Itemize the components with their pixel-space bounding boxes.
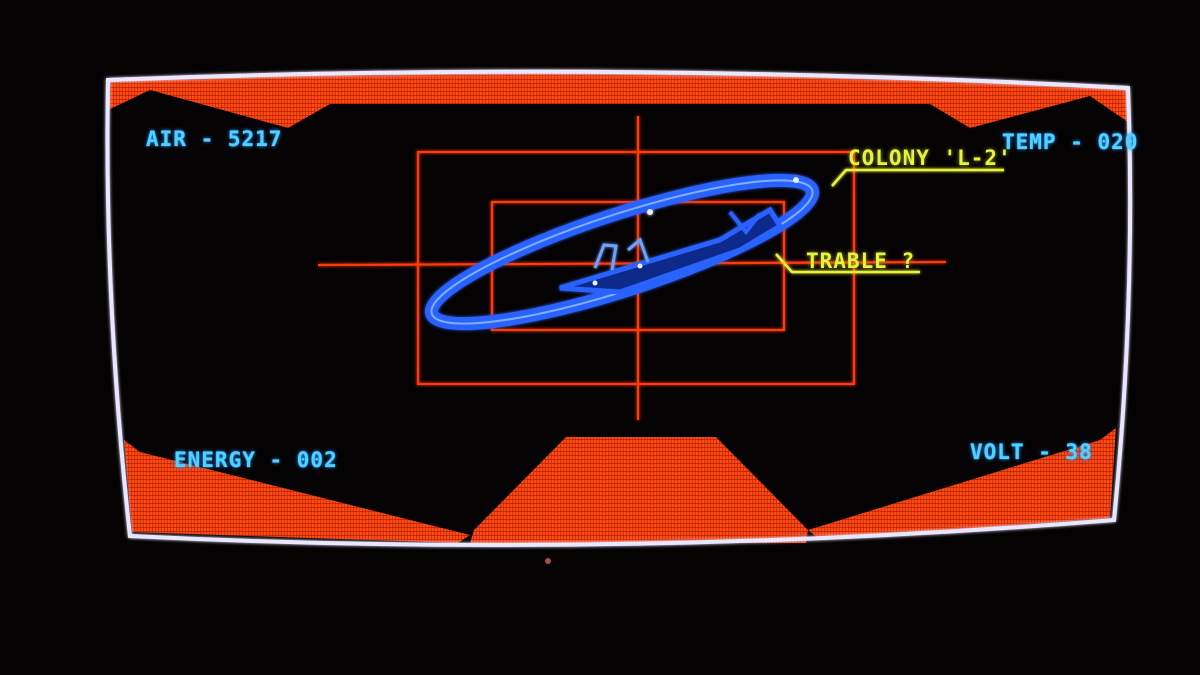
indicator-dot	[545, 558, 551, 564]
target-query-leader	[775, 253, 920, 274]
hud-frame-bottom-right	[808, 428, 1116, 540]
screen-bezel	[105, 69, 1133, 547]
reticle-horizontal-line	[317, 260, 947, 267]
volt-readout: VOLT - 38	[970, 440, 1093, 464]
colony-label: COLONY 'L-2'	[848, 146, 1012, 170]
target-query-label: TRABLE ?	[806, 249, 916, 273]
air-readout: AIR - 5217	[146, 127, 283, 151]
hud-frame-top	[108, 69, 1128, 128]
colony-label-leader	[831, 168, 1004, 187]
hud-console-center	[470, 437, 808, 543]
energy-readout: ENERGY - 002	[174, 448, 338, 472]
temp-readout: TEMP - 020	[1002, 130, 1139, 154]
hud-frame-bottom-left	[124, 440, 470, 543]
space-colony-icon	[424, 173, 820, 331]
reticle-outer-box	[416, 150, 856, 386]
